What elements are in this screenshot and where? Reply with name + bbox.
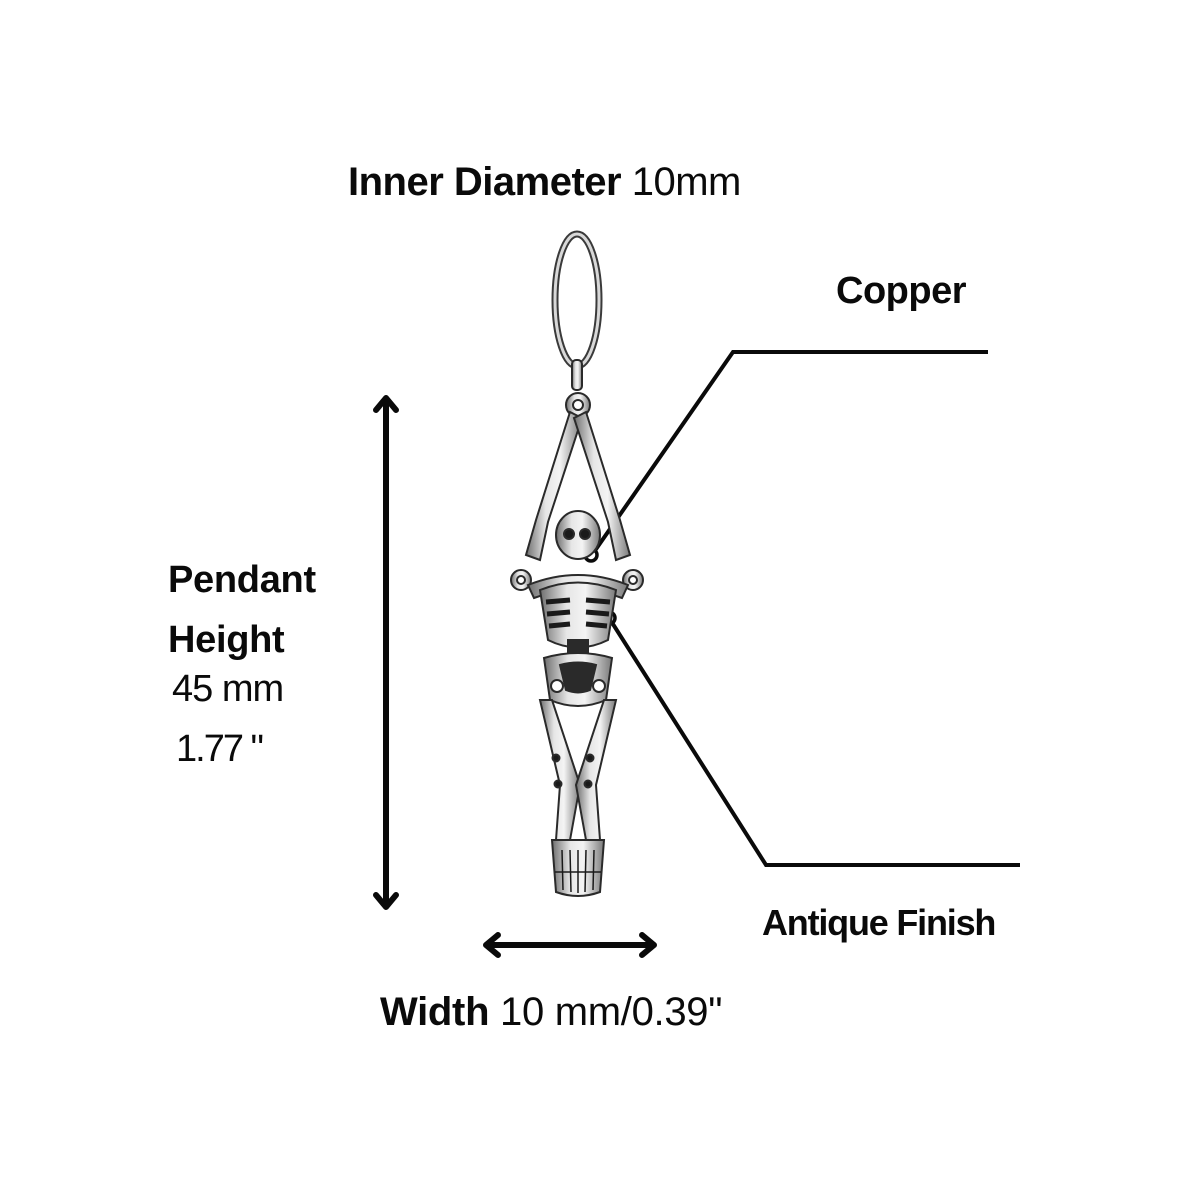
- pendant-height-label: Pendant Height: [168, 550, 316, 670]
- pendant-height-name-line2: Height: [168, 619, 285, 661]
- pendant-height-name-line1: Pendant: [168, 559, 316, 601]
- inner-diameter-value: 10mm: [631, 160, 742, 204]
- width-name: Width: [380, 990, 490, 1034]
- width-arrow-icon: [483, 932, 657, 958]
- pendant-height-mm: 45 mm: [172, 668, 284, 710]
- skeleton-earring-image: [510, 230, 644, 897]
- inner-diameter-name: Inner Diameter: [348, 160, 622, 204]
- finish-label: Antique Finish: [762, 902, 996, 943]
- material-label: Copper: [836, 270, 967, 312]
- pendant-height-inches: 1.77 ": [176, 728, 264, 770]
- copper-leader-line: [583, 350, 988, 563]
- finish-leader-line: [601, 610, 1020, 867]
- inner-diameter-label: Inner Diameter 10mm: [348, 160, 741, 205]
- width-label: Width 10 mm/0.39": [380, 990, 722, 1035]
- width-value: 10 mm/0.39": [500, 990, 723, 1034]
- height-arrow-icon: [373, 395, 399, 910]
